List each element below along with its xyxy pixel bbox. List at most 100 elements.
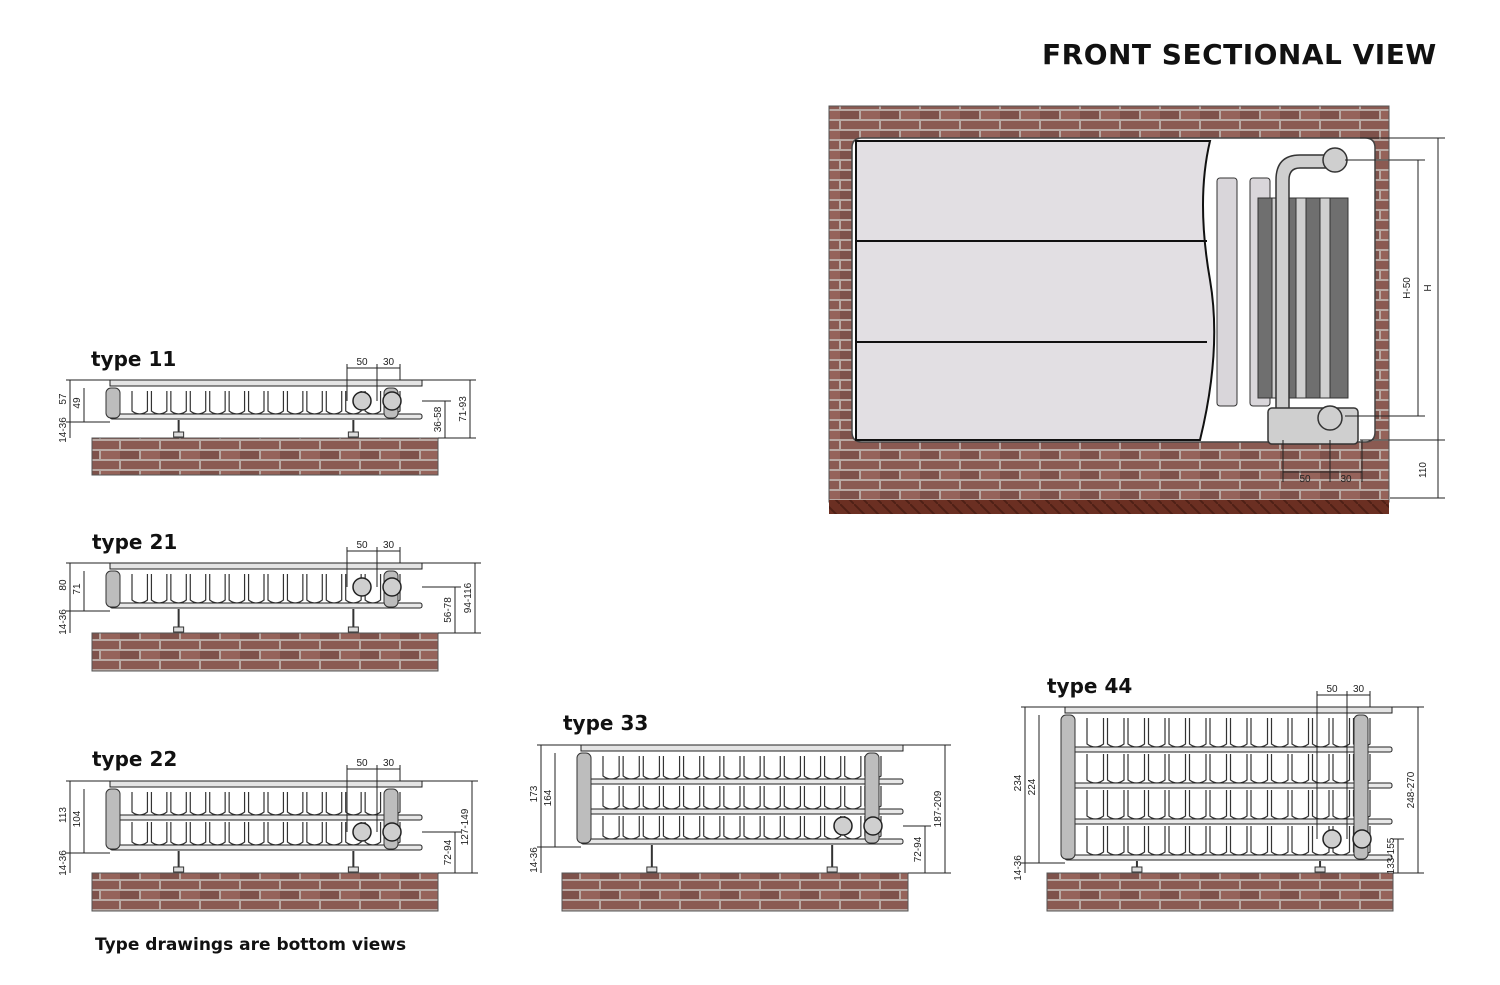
- t44-fin: [1147, 718, 1166, 748]
- t22-fin: [170, 822, 187, 846]
- t21-dim-50: 50: [356, 540, 368, 551]
- t44-fin: [1311, 718, 1330, 748]
- t33-fin: [803, 786, 822, 810]
- t21-dim-30: 30: [383, 540, 395, 551]
- t22-fin: [306, 792, 323, 816]
- t33-fin: [763, 786, 781, 810]
- t22-fin: [170, 792, 187, 816]
- t21-dim-feet: 14-36: [58, 609, 69, 635]
- t44-fin: [1291, 754, 1310, 784]
- type-22-label: type 22: [92, 747, 178, 771]
- page-title: FRONT SECTIONAL VIEW: [1042, 38, 1437, 71]
- t33-fin: [602, 816, 620, 840]
- t33-fin: [844, 786, 862, 810]
- t22-fin: [267, 822, 285, 846]
- t11-dim-h-outer: 57: [58, 393, 69, 405]
- t21-dim-h-outer: 80: [58, 579, 69, 591]
- t44-fin: [1270, 754, 1289, 784]
- t33-fin: [763, 816, 781, 840]
- t21-valve-return: [382, 577, 402, 597]
- t21-dim-h-inner: 71: [72, 583, 83, 595]
- t33-bracket-base: [826, 866, 838, 873]
- t22-valve-supply: [352, 822, 372, 842]
- t22-dim-h-outer: 113: [58, 807, 69, 823]
- t44-fin: [1250, 826, 1269, 856]
- t21-left-collector: [105, 570, 121, 608]
- t22-brick-floor: [91, 872, 439, 912]
- t44-brick-floor: [1046, 872, 1394, 912]
- t11-fin: [325, 391, 343, 415]
- t22-fin: [209, 792, 226, 816]
- t21-fin: [247, 574, 265, 604]
- t33-fin: [642, 786, 661, 810]
- t21-fin: [189, 574, 207, 604]
- t21-fin: [325, 574, 343, 604]
- t33-valve-return: [863, 816, 883, 836]
- t33-fin: [622, 816, 640, 840]
- t22-valve-return: [382, 822, 402, 842]
- t33-fin: [682, 816, 701, 840]
- t11-bracket-base: [173, 431, 185, 438]
- t33-fin: [703, 816, 721, 840]
- t22-fin: [131, 792, 149, 816]
- t44-bracket-base: [1131, 866, 1143, 873]
- t33-valve-supply: [833, 816, 853, 836]
- t11-valve-supply: [352, 391, 372, 411]
- front-view-dimensions: [1282, 137, 1445, 499]
- t44-fin: [1147, 826, 1166, 856]
- t44-fin: [1168, 790, 1187, 820]
- t44-panel-rail: [1064, 818, 1393, 825]
- t33-dim-conn-b: 187-209: [933, 790, 944, 827]
- t33-bracket-base: [646, 866, 658, 873]
- t44-fin: [1229, 754, 1248, 784]
- t11-dim-conn-b: 71-93: [458, 396, 469, 422]
- t33-fin: [682, 756, 701, 780]
- t44-fin: [1168, 754, 1187, 784]
- t44-fin: [1086, 826, 1105, 856]
- t21-fin: [150, 574, 168, 604]
- t22-fin: [286, 822, 304, 846]
- t33-fin: [622, 756, 640, 780]
- t22-fin: [364, 792, 382, 816]
- t21-top-cover: [109, 562, 423, 570]
- t22-fin: [131, 822, 149, 846]
- t44-fin: [1106, 826, 1125, 856]
- t33-fin: [743, 816, 761, 840]
- t44-bracket-base: [1314, 866, 1326, 873]
- t11-fin: [286, 391, 304, 415]
- t33-fin: [783, 816, 802, 840]
- t44-fin: [1311, 790, 1330, 820]
- t44-fin: [1250, 790, 1269, 820]
- t44-right-collector: [1353, 714, 1369, 860]
- t44-fin: [1168, 718, 1187, 748]
- connection-pipes: [1267, 147, 1359, 445]
- t21-brick-floor: [91, 632, 439, 672]
- type-33-label: type 33: [563, 711, 649, 735]
- t44-panel-rail: [1064, 854, 1393, 861]
- t11-dim-30: 30: [383, 357, 395, 368]
- t33-fin: [642, 756, 661, 780]
- t44-fin: [1127, 826, 1146, 856]
- t44-fin: [1270, 826, 1289, 856]
- t33-fin: [622, 786, 640, 810]
- t44-fin: [1168, 826, 1187, 856]
- t11-panel-rail: [109, 413, 423, 420]
- t33-left-collector: [576, 752, 592, 844]
- t44-dim-50: 50: [1326, 684, 1338, 695]
- t33-fin: [763, 756, 781, 780]
- t44-fin: [1209, 718, 1228, 748]
- dim-front-30: 30: [1340, 474, 1352, 485]
- t44-fin: [1291, 718, 1310, 748]
- t11-fin: [306, 391, 323, 415]
- t22-fin: [345, 792, 362, 816]
- t44-dim-conn-a: 133-155: [1386, 837, 1397, 874]
- t33-fin: [642, 816, 661, 840]
- t33-fin: [682, 786, 701, 810]
- t44-dim-conn-b: 248-270: [1406, 771, 1417, 808]
- t44-dim-h-outer: 234: [1013, 774, 1024, 791]
- t22-dim-50: 50: [356, 758, 368, 769]
- t44-fin: [1086, 790, 1105, 820]
- t22-fin: [228, 822, 246, 846]
- t33-fin: [703, 756, 721, 780]
